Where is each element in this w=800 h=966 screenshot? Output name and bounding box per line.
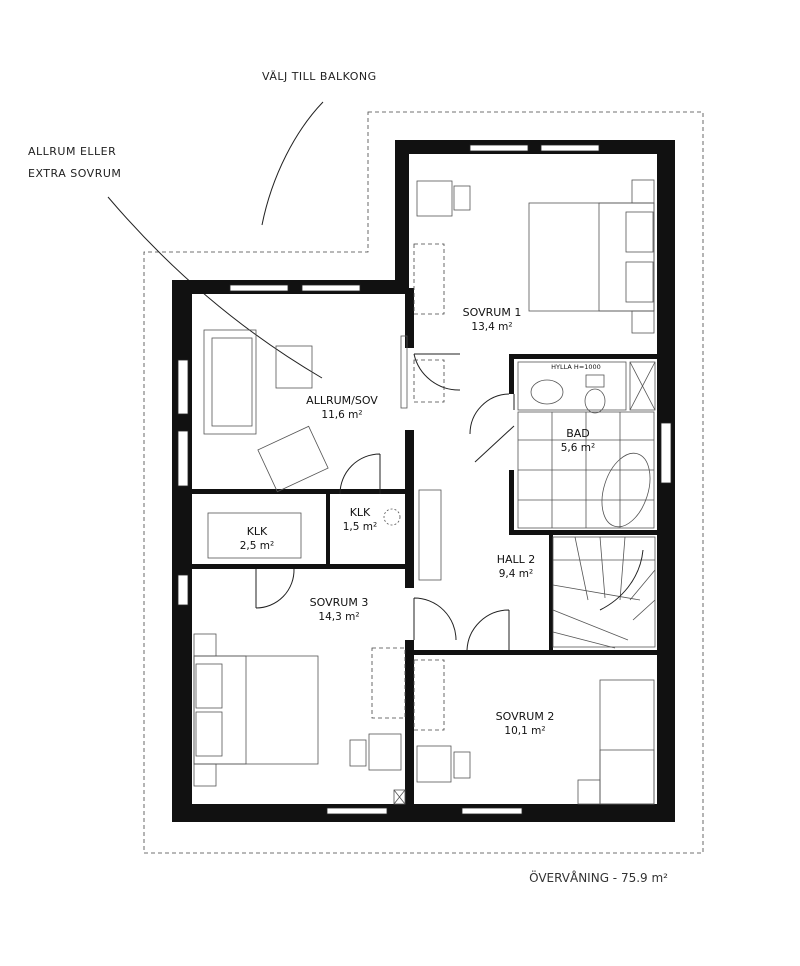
interior-walls bbox=[192, 288, 659, 806]
sovrum1-label: SOVRUM 1 bbox=[463, 306, 522, 319]
bad-area: 5,6 m² bbox=[561, 442, 595, 454]
staircase bbox=[552, 536, 656, 649]
sovrum3-furniture bbox=[193, 633, 406, 805]
sovrum3-area: 14,3 m² bbox=[318, 611, 359, 623]
bad-label: BAD bbox=[566, 427, 590, 440]
sovrum3-label: SOVRUM 3 bbox=[310, 596, 369, 609]
sovrum2-label: SOVRUM 2 bbox=[496, 710, 555, 723]
allrum-note-line2: EXTRA SOVRUM bbox=[28, 167, 121, 180]
allrum-label: ALLRUM/SOV bbox=[306, 394, 378, 407]
klk-large-label: KLK bbox=[247, 525, 268, 538]
klk-large-area: 2,5 m² bbox=[240, 540, 274, 552]
hylla-label: HYLLA H=1000 bbox=[551, 363, 601, 371]
allrum-area: 11,6 m² bbox=[321, 409, 362, 421]
balcony-note: VÄLJ TILL BALKONG bbox=[262, 70, 377, 83]
sovrum2-area: 10,1 m² bbox=[504, 725, 545, 737]
sovrum2-furniture bbox=[413, 659, 655, 805]
bathroom-fixtures bbox=[517, 361, 656, 529]
floor-caption: ÖVERVÅNING - 75.9 m² bbox=[529, 869, 668, 885]
balcony-note-arrow bbox=[261, 101, 324, 226]
hall2-area: 9,4 m² bbox=[499, 568, 533, 580]
klk-small-area: 1,5 m² bbox=[343, 521, 377, 533]
klk-fixtures bbox=[207, 489, 442, 581]
allrum-note-arrow bbox=[107, 196, 323, 379]
hall2-label: HALL 2 bbox=[497, 553, 536, 566]
klk-small-label: KLK bbox=[350, 506, 371, 519]
doors bbox=[255, 353, 515, 651]
sovrum1-furniture bbox=[413, 179, 655, 403]
allrum-note-line1: ALLRUM ELLER bbox=[28, 145, 116, 158]
windows bbox=[177, 144, 672, 815]
sovrum1-area: 13,4 m² bbox=[471, 321, 512, 333]
allrum-furniture bbox=[203, 329, 408, 493]
balcony-outline bbox=[143, 111, 704, 854]
exterior-walls bbox=[172, 140, 675, 822]
